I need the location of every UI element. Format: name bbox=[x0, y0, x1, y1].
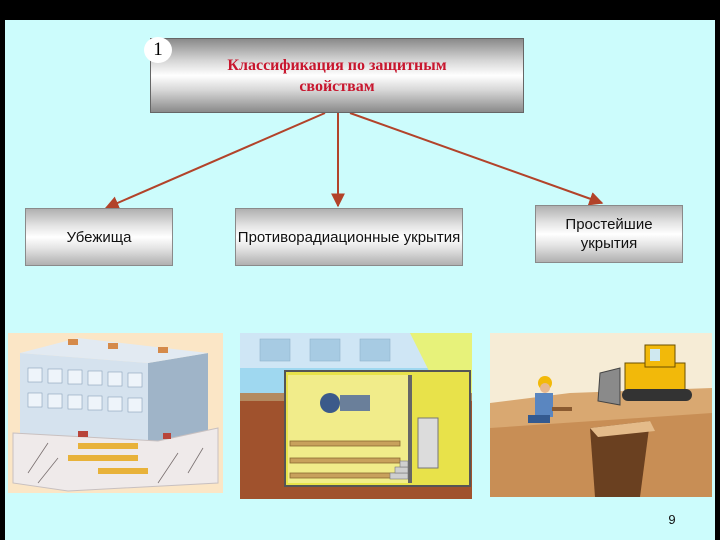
arrow-to-shelters bbox=[104, 112, 326, 210]
category-label: Противорадиационные укрытия bbox=[237, 228, 461, 246]
basement-anti-radiation-shelter-icon bbox=[240, 333, 472, 499]
category-shelters: Убежища bbox=[25, 208, 173, 266]
number-badge: 1 bbox=[144, 37, 172, 63]
classification-title-box: Классификация по защитным свойствам bbox=[150, 38, 524, 113]
arrow-to-simple-shelters bbox=[349, 112, 604, 206]
shelter-building-cutaway-icon bbox=[8, 333, 223, 493]
top-black-bar bbox=[0, 0, 720, 20]
category-anti-radiation-shelters: Противорадиационные укрытия bbox=[235, 208, 463, 266]
category-label: Простейшие укрытия bbox=[565, 216, 653, 252]
category-label: Убежища bbox=[66, 228, 132, 246]
trench-digging-bulldozer-icon bbox=[490, 333, 712, 497]
category-simple-shelters: Простейшие укрытия bbox=[535, 205, 683, 263]
page-number: 9 bbox=[668, 512, 676, 527]
classification-title: Классификация по защитным свойствам bbox=[227, 56, 447, 95]
